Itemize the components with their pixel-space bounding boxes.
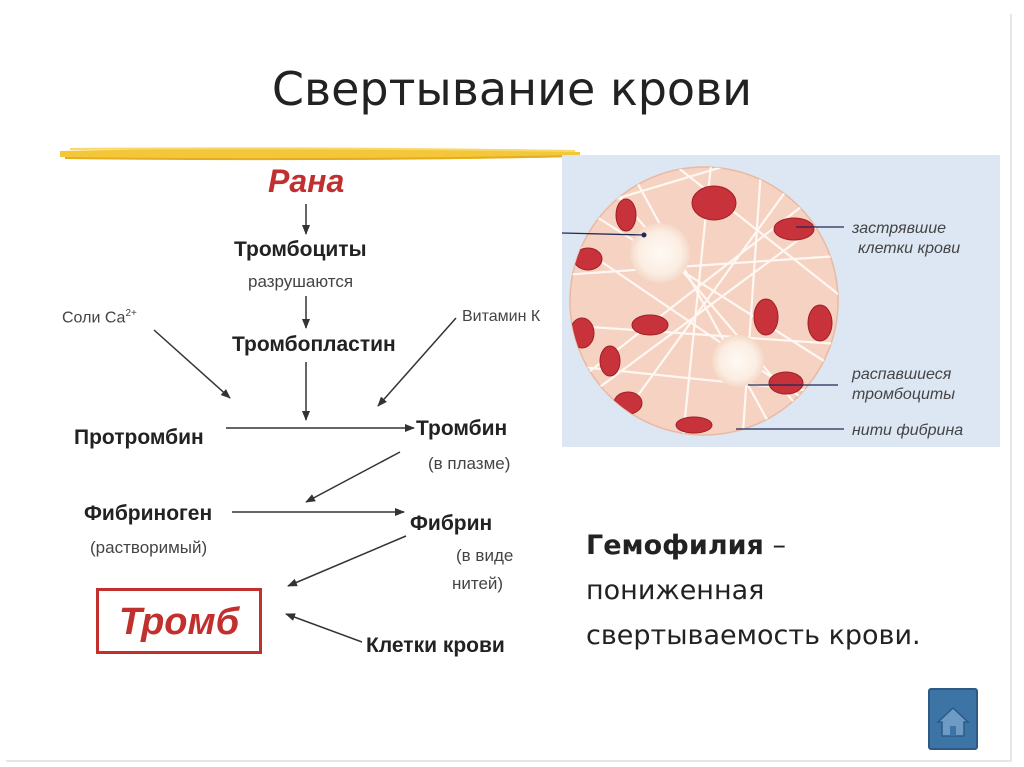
label-fibrinogen-note: (растворимый)	[90, 538, 208, 557]
label-fibrin: Фибрин	[410, 512, 493, 535]
label-vitamin-k: Витамин К	[462, 308, 541, 325]
hemophilia-line-1: Гемофилия –	[586, 523, 921, 568]
label-fibrin-note-2: нитей)	[452, 574, 504, 593]
micrograph-illustration	[561, 166, 844, 436]
hemophilia-term: Гемофилия	[586, 530, 764, 561]
label-blood-cells: Клетки крови	[366, 634, 505, 657]
label-trapped-cells-2: клетки крови	[858, 240, 961, 257]
label-fibrin-threads: нити фибрина	[852, 422, 964, 439]
arrow-fibrin-clot	[287, 535, 407, 587]
label-thromboplastin: Тромбопластин	[232, 333, 396, 356]
clot-box: Тромб	[96, 588, 262, 654]
arrow-calcium-reaction	[153, 329, 231, 399]
arrow-cells-clot	[285, 613, 363, 643]
clot-micrograph: застрявшие клетки крови распавшиеся тром…	[561, 155, 1000, 447]
label-wound: Рана	[268, 163, 345, 199]
label-calcium: Соли Са2+	[62, 308, 137, 327]
slide-frame	[6, 14, 1012, 762]
hemophilia-line-3: свертываемость крови.	[586, 620, 921, 651]
arrow-vitamin-reaction	[377, 317, 457, 407]
hemophilia-dash: –	[763, 530, 786, 561]
slide-title: Свертывание крови	[271, 62, 753, 116]
label-broken-platelets-1: распавшиеся	[852, 366, 952, 383]
hemophilia-line-2: пониженная	[586, 575, 765, 606]
home-icon	[936, 706, 970, 737]
highlighter-stroke	[60, 147, 580, 161]
label-clot: Тромб	[118, 601, 240, 643]
arrow-thrombin-fibrinogen	[305, 451, 401, 503]
label-fibrinogen: Фибриноген	[84, 502, 213, 525]
label-fibrin-note-1: (в виде	[456, 546, 514, 565]
home-button[interactable]	[928, 688, 978, 750]
label-platelets: Тромбоциты	[234, 238, 367, 261]
label-thrombin: Тромбин	[416, 417, 508, 440]
label-thrombin-note: (в плазме)	[428, 454, 511, 473]
hemophilia-definition: Гемофилия – пониженная свертываемость кр…	[586, 523, 921, 658]
label-prothrombin: Протромбин	[74, 426, 204, 449]
label-platelets-note: разрушаются	[248, 272, 354, 291]
label-trapped-cells-1: застрявшие	[852, 220, 946, 237]
label-broken-platelets-2: тромбоциты	[852, 386, 955, 403]
